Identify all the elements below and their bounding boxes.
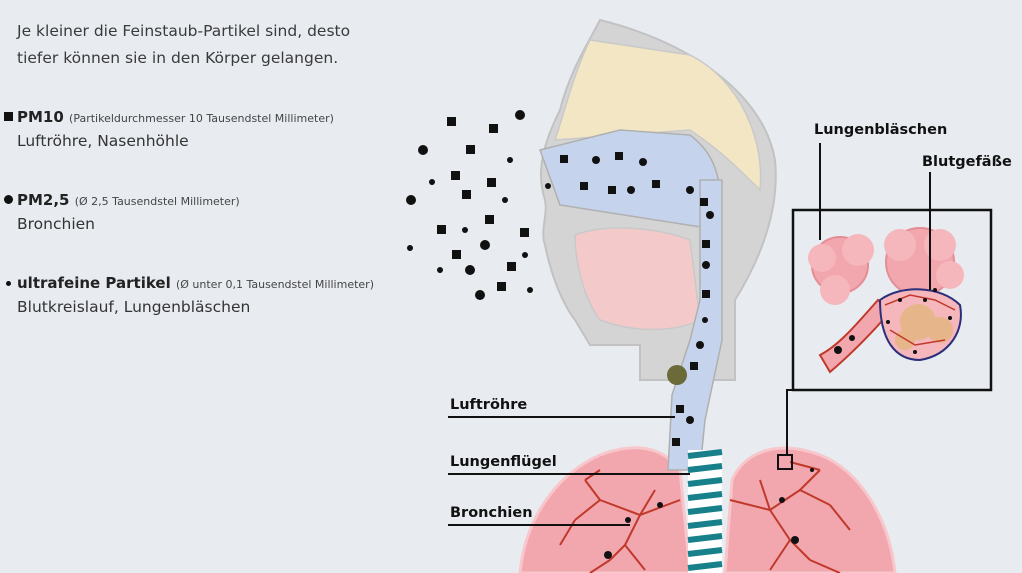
- legend-pm25: PM2,5 (Ø 2,5 Tausendstel Millimeter) Bro…: [4, 191, 240, 233]
- legend-ultra-reach: Blutkreislauf, Lungenbläschen: [17, 298, 251, 316]
- legend-pm25-detail: (Ø 2,5 Tausendstel Millimeter): [74, 195, 240, 208]
- label-bronchi: Bronchien: [450, 505, 533, 521]
- sinus-area: [553, 39, 762, 192]
- right-bronchi-tree: [729, 461, 851, 573]
- trachea-rings: [687, 449, 723, 573]
- legend-pm25-name: PM2,5: [17, 191, 70, 209]
- legend-pm10-name: PM10: [17, 108, 64, 126]
- legend-ultra-name: ultrafeine Partikel: [17, 274, 171, 292]
- legend-ultra: ultrafeine Partikel (Ø unter 0,1 Tausend…: [4, 274, 374, 316]
- lung-particles: [604, 468, 814, 559]
- label-alveoli: Lungenbläschen: [814, 122, 948, 138]
- alveoli-zoom-drawing: [808, 227, 964, 374]
- label-trachea: Luftröhre: [450, 397, 528, 413]
- label-blood-vessels: Blutgefäße: [922, 154, 1012, 170]
- small-dot-icon: [6, 281, 11, 286]
- airway: [667, 179, 723, 471]
- square-icon: [4, 112, 13, 121]
- inhaled-particles: [545, 152, 714, 446]
- legend-pm10-detail: (Partikeldurchmesser 10 Tausendstel Mill…: [69, 112, 334, 125]
- legend-pm25-reach: Bronchien: [17, 215, 95, 233]
- intro-line-1: Je kleiner die Feinstaub-Partikel sind, …: [17, 22, 351, 40]
- mouth: [574, 227, 701, 331]
- inset-leader-lines: [819, 143, 931, 290]
- alveoli-zoom-frame: [791, 208, 993, 392]
- intro-text: Je kleiner die Feinstaub-Partikel sind, …: [17, 18, 350, 72]
- airborne-particles: [406, 110, 533, 300]
- intro-line-2: tiefer können sie in den Körper gelangen…: [17, 49, 339, 67]
- leader-lines: [448, 389, 800, 526]
- right-lung: [723, 446, 897, 573]
- label-lung-wing: Lungenflügel: [450, 454, 557, 470]
- particle-cluster: [667, 365, 687, 385]
- legend-pm10-reach: Luftröhre, Nasenhöhle: [17, 132, 189, 150]
- legend-ultra-detail: (Ø unter 0,1 Tausendstel Millimeter): [175, 278, 374, 291]
- legend-pm10: PM10 (Partikeldurchmesser 10 Tausendstel…: [4, 108, 334, 150]
- dot-icon: [4, 195, 13, 204]
